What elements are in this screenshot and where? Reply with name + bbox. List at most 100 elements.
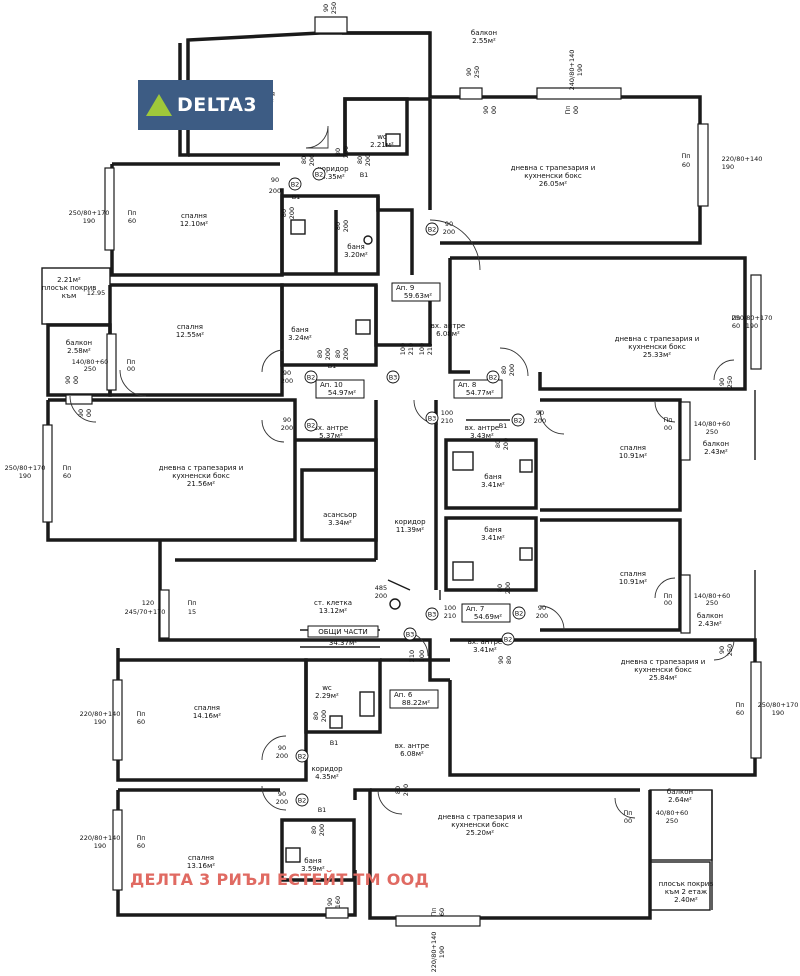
room-label: wc2.29м² [315,684,339,700]
dimension-label: 90 [322,4,330,12]
door-type-tag-circle [511,413,525,427]
dimension-label: 200 [276,798,288,806]
dimension-label: 80 [394,786,402,794]
dimension-label: 200 [324,348,332,360]
room-label-line: асансьор [323,511,357,519]
dimension-label: 220/80+140 [722,155,763,163]
door-type-tag: B2 [295,793,309,807]
dimension-label: 190 [576,64,584,76]
room-label-line: кухненски бокс [172,472,230,480]
apartment-label-box [389,689,439,709]
room-label-line: 10.91м² [619,578,647,586]
apartment-number: Ап. 7 [466,605,484,613]
dimension-label: Пп [136,710,145,718]
room-label-line: коридор [317,165,349,173]
dimension-label: 220/80+140 [430,932,438,973]
room-label-line: спалня [620,444,646,452]
dimension-label: 90 [465,68,473,76]
room-label-line: спалня [188,854,214,862]
door-swings [69,125,735,819]
dimension-label: 190 [746,322,758,330]
dimension-label: 240/80+140 [568,50,576,91]
room-label-line: дневна с трапезария и [511,164,596,172]
dimension-label: 60 [732,322,740,330]
dimension-label: 250/80+170 [732,314,773,322]
room-labels: спалня5.73м²балкон2.55м²wc2.21м²коридор4… [42,29,729,904]
apartment-number: Ап. 10 [320,381,343,389]
dimension-label: 12.95 [87,289,106,297]
room-label-line: спалня [194,704,220,712]
room-label-line: балкон [667,788,693,796]
room-label-line: 11.39м² [396,526,424,534]
fixtures [285,133,533,863]
dimension-label: 200 [504,582,512,594]
dimension-label: 00 [664,424,672,432]
door-type-tag: B2 [511,413,525,427]
dimension-label: 140/80+60 [72,358,109,366]
apartment-number: Ап. 8 [458,381,476,389]
room-label-line: кухненски бокс [634,666,692,674]
room-label-line: дневна с трапезария и [159,464,244,472]
dimension-label: 100 [444,604,456,612]
apartment-area: 59.63м² [404,292,432,300]
door-type-tag-circle [288,177,302,191]
door-type-tag-text: B2 [315,170,324,178]
dimension-label: 00 [664,599,672,607]
room-label-line: балкон [471,29,497,37]
dimension-label: 250 [726,644,734,656]
dimension-label: 80 [496,584,504,592]
dimension-label: B1 [499,422,508,430]
room-label-line: 5.37м² [319,432,343,440]
logo-text: DELTA3 [177,94,258,116]
door-type-tag-text: B2 [428,225,437,233]
dimension-label: Пп [681,152,690,160]
room-label-line: 3.59м² [301,865,325,873]
dimension-label: 60 [438,908,446,916]
dimension-label: 00 [72,376,80,384]
dimension-label: 100 [418,650,426,662]
door-type-tag: B3 [403,627,417,641]
dimension-label: 80 [280,209,288,217]
walls [41,31,757,920]
room-label-line: 25.20м² [466,829,494,837]
common-parts-title: ОБЩИ ЧАСТИ [318,628,367,636]
room-label-line: 25.84м² [649,674,677,682]
room-label-line: 2.29м² [315,692,339,700]
dimension-label: 80 [300,156,308,164]
door-type-tag-circle [425,222,439,236]
room-label-line: 2.40м² [674,896,698,904]
dimension-label: 80 [310,826,318,834]
room-label-line: вх. антре [395,742,429,750]
logo-triangle-icon [146,94,172,116]
door-type-tag-text: B3 [428,610,437,618]
room-label-line: балкон [697,612,723,620]
room-label-line: 25.33м² [643,351,671,359]
door-type-tag-text: B2 [489,373,498,381]
room-label-line: баня [304,857,321,865]
door-type-tag-text: B2 [514,416,523,424]
dimension-label: 245/70+170 [125,608,166,616]
room-label-line: 2.21м² [57,276,81,284]
room-label-line: дневна с трапезария и [615,335,700,343]
dimension-label: 250 [706,428,718,436]
room-label-line: wc [322,684,332,692]
door-type-tag: B2 [288,177,302,191]
dimension-label: 90 [77,409,85,417]
apartment-number: Ап. 6 [394,691,413,699]
dimension-label: 90 [718,646,726,654]
dimension-label: 220/80+140 [80,834,121,842]
door-type-tag-text: B2 [307,373,316,381]
